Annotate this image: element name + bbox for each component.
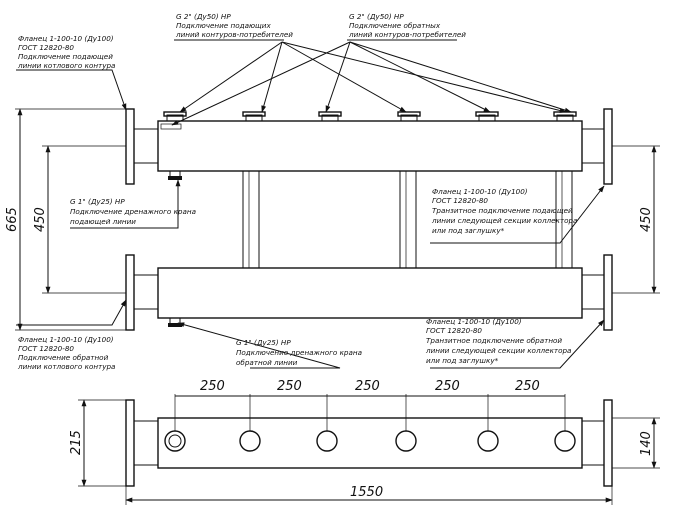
dim-pitch xyxy=(174,394,566,431)
dim-pitch-label: 250 xyxy=(200,379,225,394)
note-line: Фланец 1-100-10 (Ду100) xyxy=(18,34,114,43)
dim-pitch-label: 250 xyxy=(355,379,380,394)
dim-spacing-right xyxy=(612,145,660,294)
note-line: Транзитное подключение подающей xyxy=(432,206,573,215)
note-drain-supply: G 1" (Ду25) НР Подключение дренажного кр… xyxy=(70,197,196,226)
dim-plan-pipe-label: 140 xyxy=(639,431,654,456)
separator-posts xyxy=(242,170,573,269)
svg-text:Фланец 1-100-10 (Ду100): Фланец 1-100-10 (Ду100) xyxy=(432,187,528,196)
svg-text:Транзитное подключение подающе: Транзитное подключение подающей xyxy=(432,206,573,215)
note-line: Подключение обратной xyxy=(18,353,109,362)
svg-text:линии следующей секции коллект: линии следующей секции коллектора xyxy=(431,216,577,225)
note-line: ГОСТ 12820-80 xyxy=(432,196,488,205)
left-flanges xyxy=(125,108,159,331)
dim-pitch-label: 250 xyxy=(435,379,460,394)
note-line: ГОСТ 12820-80 xyxy=(426,326,482,335)
dim-height-total xyxy=(15,108,126,331)
svg-text:Подключение обратной: Подключение обратной xyxy=(18,353,109,362)
svg-text:ГОСТ 12820-80: ГОСТ 12820-80 xyxy=(18,344,74,353)
note-top-left: Фланец 1-100-10 (Ду100) ГОСТ 12820-80 По… xyxy=(17,34,115,70)
note-line: или под заглушку* xyxy=(432,226,505,235)
svg-text:Подключение дренажного крана: Подключение дренажного крана xyxy=(70,207,196,216)
note-top-supply: G 2" (Ду50) НР Подключение подающих лини… xyxy=(175,12,293,39)
svg-text:Транзитное подключение обратно: Транзитное подключение обратной xyxy=(426,336,562,345)
svg-text:Подключение обратных: Подключение обратных xyxy=(349,21,441,30)
svg-text:Фланец 1-100-10 (Ду100): Фланец 1-100-10 (Ду100) xyxy=(18,34,114,43)
note-drain-return: G 1" (Ду25) НР Подключение дренажного кр… xyxy=(236,338,362,367)
note-bottom-left: Фланец 1-100-10 (Ду100) ГОСТ 12820-80 По… xyxy=(17,335,115,371)
note-line: линии котлового контура xyxy=(17,61,115,70)
svg-text:или под заглушку*: или под заглушку* xyxy=(426,356,499,365)
note-line: или под заглушку* xyxy=(426,356,499,365)
svg-text:Подключение дренажного крана: Подключение дренажного крана xyxy=(236,348,362,357)
note-line: Подключение дренажного крана xyxy=(70,207,196,216)
note-line: G 1" (Ду25) НР xyxy=(70,197,125,206)
top-nozzles xyxy=(163,111,577,122)
svg-text:ГОСТ 12820-80: ГОСТ 12820-80 xyxy=(18,43,74,52)
dim-plan-width-label: 215 xyxy=(69,430,84,455)
note-line: ГОСТ 12820-80 xyxy=(18,344,74,353)
dim-pitch-label: 250 xyxy=(277,379,302,394)
note-line: Подключение обратных xyxy=(349,21,441,30)
note-line: линий контуров-потребителей xyxy=(348,30,466,39)
dim-pitch-label: 250 xyxy=(515,379,540,394)
note-line: Подключение подающей xyxy=(18,52,113,61)
front-view xyxy=(15,41,660,369)
dim-height-total-label: 665 xyxy=(5,207,20,232)
return-header xyxy=(157,267,583,319)
plan-header xyxy=(157,417,583,469)
note-line: линии котлового контура xyxy=(17,362,115,371)
note-top-return: G 2" (Ду50) НР Подключение обратных лини… xyxy=(348,12,466,39)
right-flanges xyxy=(581,108,613,331)
plan-nozzles xyxy=(164,430,576,452)
svg-text:G 2" (Ду50) НР: G 2" (Ду50) НР xyxy=(176,12,231,21)
svg-text:ГОСТ 12820-80: ГОСТ 12820-80 xyxy=(426,326,482,335)
svg-text:Фланец 1-100-10 (Ду100): Фланец 1-100-10 (Ду100) xyxy=(18,335,114,344)
drain-nozzles xyxy=(168,170,182,327)
dim-spacing-left xyxy=(42,145,126,294)
note-line: G 2" (Ду50) НР xyxy=(349,12,404,21)
dim-length-total-label: 1550 xyxy=(350,485,383,500)
svg-text:Фланец 1-100-10 (Ду100): Фланец 1-100-10 (Ду100) xyxy=(426,317,522,326)
dim-spacing-right-label: 450 xyxy=(639,207,654,232)
svg-text:G 2" (Ду50) НР: G 2" (Ду50) НР xyxy=(349,12,404,21)
svg-text:линии следующей секции коллект: линии следующей секции коллектора xyxy=(425,346,571,355)
svg-text:G 1" (Ду25) НР: G 1" (Ду25) НР xyxy=(70,197,125,206)
leader-arrows-top xyxy=(171,41,572,126)
svg-text:G 1" (Ду25) НР: G 1" (Ду25) НР xyxy=(236,338,291,347)
note-line: подающей линии xyxy=(70,217,136,226)
note-line: Фланец 1-100-10 (Ду100) xyxy=(18,335,114,344)
note-line: Фланец 1-100-10 (Ду100) xyxy=(432,187,528,196)
note-line: линии следующей секции коллектора xyxy=(431,216,577,225)
note-line: обратной линии xyxy=(236,358,298,367)
svg-text:или под заглушку*: или под заглушку* xyxy=(432,226,505,235)
note-line: линии следующей секции коллектора xyxy=(425,346,571,355)
note-right-transit-return: Фланец 1-100-10 (Ду100) ГОСТ 12820-80 Тр… xyxy=(425,317,571,365)
note-line: Фланец 1-100-10 (Ду100) xyxy=(426,317,522,326)
svg-text:линии котлового контура: линии котлового контура xyxy=(17,61,115,70)
note-line: Транзитное подключение обратной xyxy=(426,336,562,345)
note-line: линий контуров-потребителей xyxy=(175,30,293,39)
note-line: ГОСТ 12820-80 xyxy=(18,43,74,52)
svg-text:линий контуров-потребителей: линий контуров-потребителей xyxy=(175,30,293,39)
svg-text:Подключение подающей: Подключение подающей xyxy=(18,52,113,61)
svg-text:обратной линии: обратной линии xyxy=(236,358,298,367)
dim-spacing-left-label: 450 xyxy=(33,207,48,232)
svg-text:линии котлового контура: линии котлового контура xyxy=(17,362,115,371)
note-line: G 1" (Ду25) НР xyxy=(236,338,291,347)
supply-header xyxy=(157,120,583,172)
svg-text:подающей линии: подающей линии xyxy=(70,217,136,226)
note-line: Подключение подающих xyxy=(176,21,271,30)
note-right-transit-supply: Фланец 1-100-10 (Ду100) ГОСТ 12820-80 Тр… xyxy=(431,187,577,235)
svg-text:линий контуров-потребителей: линий контуров-потребителей xyxy=(348,30,466,39)
note-line: Подключение дренажного крана xyxy=(236,348,362,357)
note-line: G 2" (Ду50) НР xyxy=(176,12,231,21)
plan-view xyxy=(78,394,660,505)
svg-text:ГОСТ 12820-80: ГОСТ 12820-80 xyxy=(432,196,488,205)
svg-text:Подключение подающих: Подключение подающих xyxy=(176,21,271,30)
